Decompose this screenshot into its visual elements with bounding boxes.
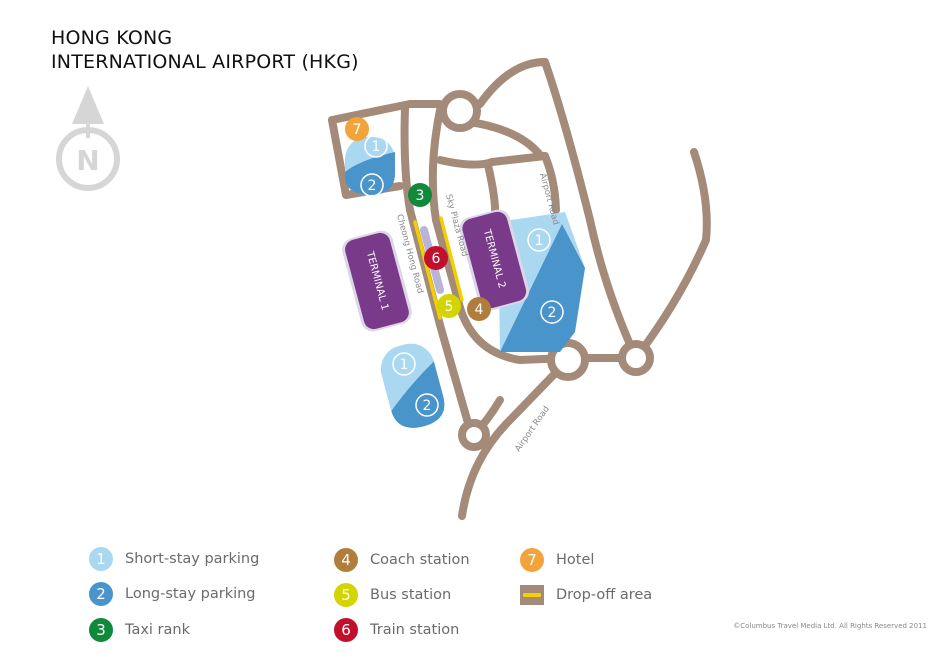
parking-east xyxy=(498,212,585,352)
short-stay-marker-top-left: 1 xyxy=(364,134,388,158)
legend-label: Taxi rank xyxy=(125,622,190,638)
legend-item-train: 6 Train station xyxy=(334,617,459,643)
map-title: HONG KONG INTERNATIONAL AIRPORT (HKG) xyxy=(51,26,359,74)
legend-label: Short-stay parking xyxy=(125,551,260,567)
bus-station-icon: 5 xyxy=(334,583,358,607)
legend-item-coach: 4 Coach station xyxy=(334,547,470,573)
map-title-line-1: HONG KONG xyxy=(51,27,173,49)
roundabout-north xyxy=(439,90,481,132)
short-stay-marker-east: 1 xyxy=(527,228,551,252)
legend-label: Long-stay parking xyxy=(125,586,256,602)
train-station-icon: 6 xyxy=(334,618,358,642)
svg-text:2: 2 xyxy=(423,398,432,414)
north-arrow-icon: N xyxy=(56,86,120,191)
long-stay-marker-east: 2 xyxy=(540,300,564,324)
terminal-2: TERMINAL 2 xyxy=(459,209,530,311)
taxi-rank-icon: 3 xyxy=(89,618,113,642)
map-title-line-2: INTERNATIONAL AIRPORT (HKG) xyxy=(51,51,359,73)
train-marker: 6 xyxy=(424,246,448,270)
svg-text:5: 5 xyxy=(445,299,454,315)
long-stay-parking-icon: 2 xyxy=(89,582,113,606)
svg-text:1: 1 xyxy=(400,357,409,373)
short-stay-marker-lower-left: 1 xyxy=(392,352,416,376)
map-markers: 7 1 2 3 6 5 4 1 xyxy=(345,117,564,417)
long-stay-marker-lower-left: 2 xyxy=(415,393,439,417)
legend-label: Hotel xyxy=(556,552,595,568)
hotel-icon: 7 xyxy=(520,548,544,572)
coach-marker: 4 xyxy=(467,297,491,321)
svg-text:1: 1 xyxy=(535,233,544,249)
svg-text:2: 2 xyxy=(368,178,377,194)
short-stay-parking-icon: 1 xyxy=(89,547,113,571)
svg-text:1: 1 xyxy=(372,139,381,155)
roundabout-east xyxy=(618,340,654,376)
dropoff-area-icon xyxy=(520,585,544,605)
svg-text:3: 3 xyxy=(416,188,425,204)
legend-item-long-stay: 2 Long-stay parking xyxy=(89,581,256,607)
legend-label: Train station xyxy=(370,622,460,638)
legend-item-bus: 5 Bus station xyxy=(334,582,451,608)
roundabouts xyxy=(439,90,654,451)
legend-label: Drop-off area xyxy=(556,587,653,603)
legend-item-dropoff: Drop-off area xyxy=(520,582,652,608)
legend-label: Bus station xyxy=(370,587,452,603)
terminal-1: TERMINAL 1 xyxy=(342,230,412,332)
bus-marker: 5 xyxy=(437,294,461,318)
svg-text:6: 6 xyxy=(432,251,441,267)
legend-item-hotel: 7 Hotel xyxy=(520,547,594,573)
svg-text:7: 7 xyxy=(353,122,362,138)
copyright-notice: ©Columbus Travel Media Ltd. All Rights R… xyxy=(733,622,927,630)
roundabout-southwest xyxy=(458,419,490,451)
legend-item-short-stay: 1 Short-stay parking xyxy=(89,546,259,572)
parking-lower-left xyxy=(380,343,445,428)
compass-label: N xyxy=(76,144,99,177)
legend-label: Coach station xyxy=(370,552,470,568)
svg-text:2: 2 xyxy=(548,305,557,321)
dropoff-area xyxy=(413,216,464,320)
coach-station-icon: 4 xyxy=(334,548,358,572)
long-stay-marker-top-left: 2 xyxy=(360,173,384,197)
taxi-marker: 3 xyxy=(408,183,432,207)
hotel-marker: 7 xyxy=(345,117,369,141)
legend-item-taxi: 3 Taxi rank xyxy=(89,617,190,643)
svg-text:4: 4 xyxy=(475,302,484,318)
